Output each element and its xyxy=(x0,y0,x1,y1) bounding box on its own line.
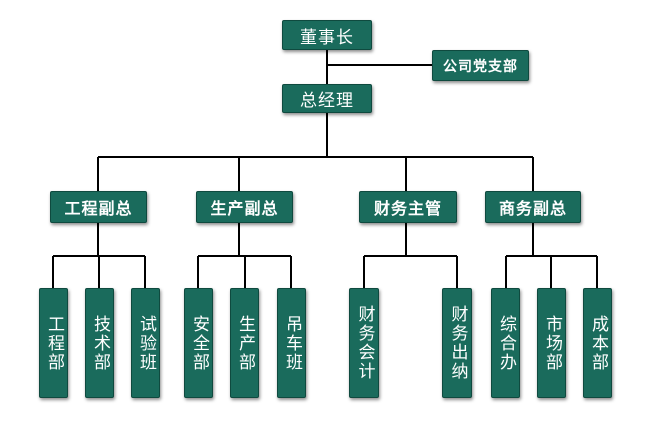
safety-dept-box: 安全部 xyxy=(184,288,213,398)
production-vp-box: 生产副总 xyxy=(196,191,293,223)
general-manager-box: 总经理 xyxy=(282,84,372,113)
accounting-box: 财务会计 xyxy=(349,288,379,398)
testing-team-box: 试验班 xyxy=(131,288,160,398)
production-dept-box: 生产部 xyxy=(230,288,259,398)
crane-team-box: 吊车班 xyxy=(277,288,306,398)
marketing-dept-box: 市场部 xyxy=(537,288,566,398)
party-branch-box: 公司党支部 xyxy=(432,50,529,81)
general-office-box: 综合办 xyxy=(491,288,520,398)
cost-dept-box: 成本部 xyxy=(583,288,612,398)
chairman-box: 董事长 xyxy=(282,20,372,50)
engineering-dept-box: 工程部 xyxy=(39,288,68,398)
cashier-box: 财务出纳 xyxy=(442,288,472,398)
finance-head-box: 财务主管 xyxy=(359,191,457,223)
engineering-vp-box: 工程副总 xyxy=(50,191,147,223)
technical-dept-box: 技术部 xyxy=(85,288,114,398)
business-vp-box: 商务副总 xyxy=(485,191,581,223)
